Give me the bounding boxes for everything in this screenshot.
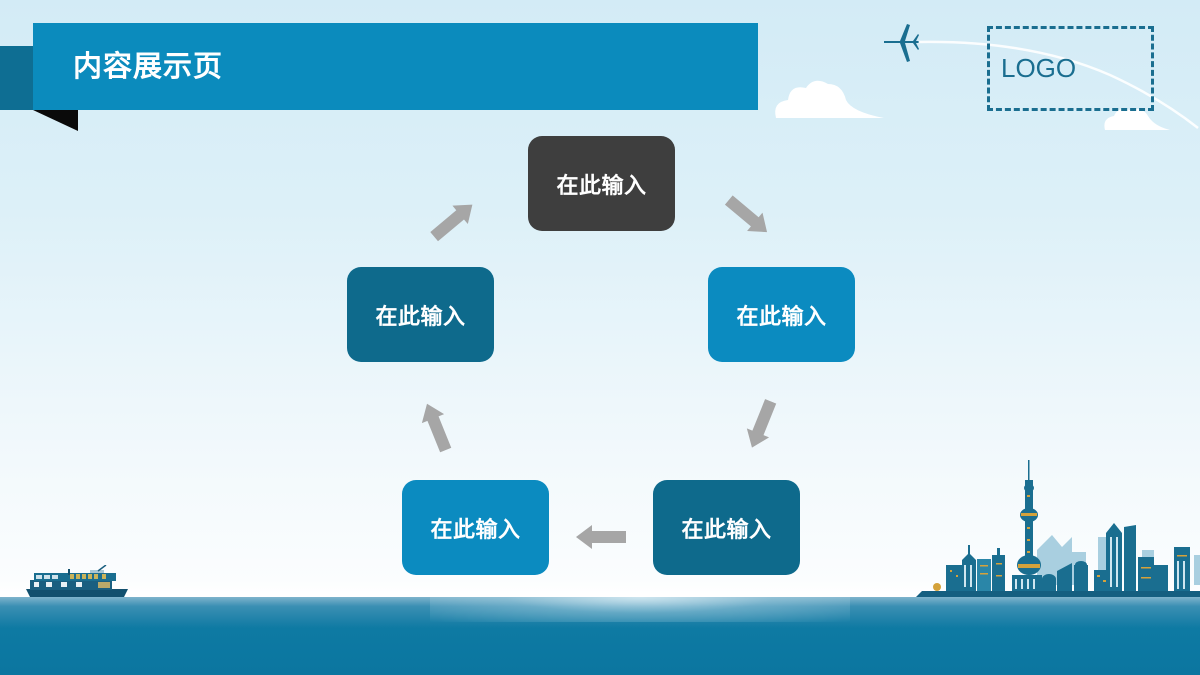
cycle-node-label: 在此输入 [736, 304, 827, 330]
ferry-boat [26, 565, 128, 597]
cloud-icon-small [1104, 108, 1170, 130]
cycle-node-right[interactable]: 在此输入 [708, 267, 855, 362]
cycle-node-left[interactable]: 在此输入 [347, 267, 494, 362]
banner-fold [33, 110, 78, 131]
cycle-node-top[interactable]: 在此输入 [528, 136, 675, 231]
cycle-node-label: 在此输入 [556, 173, 647, 199]
cycle-node-label: 在此输入 [375, 304, 466, 330]
page-title: 内容展示页 [73, 49, 224, 83]
airplane-icon [884, 24, 919, 62]
logo-placeholder[interactable] [987, 26, 1154, 111]
cycle-node-label: 在此输入 [681, 517, 772, 543]
cloud-icon [775, 80, 884, 118]
city-skyline [916, 460, 1200, 597]
arrow-icon-left-to-top [430, 204, 473, 242]
arrow-icon-top-to-right [724, 195, 768, 233]
cycle-node-label: 在此输入 [430, 517, 521, 543]
arrow-icon-right-to-bottom [746, 399, 777, 448]
cycle-node-bottom-right[interactable]: 在此输入 [653, 480, 800, 575]
contrail [917, 40, 1199, 129]
arrow-icon-bottom-right-to-left [576, 525, 626, 549]
arrow-icon-bottom-left-to-left [421, 403, 452, 453]
water-highlight [430, 597, 850, 622]
title-banner [33, 23, 758, 110]
cycle-node-bottom-left[interactable]: 在此输入 [402, 480, 549, 575]
logo-text: LOGO [1001, 53, 1077, 83]
